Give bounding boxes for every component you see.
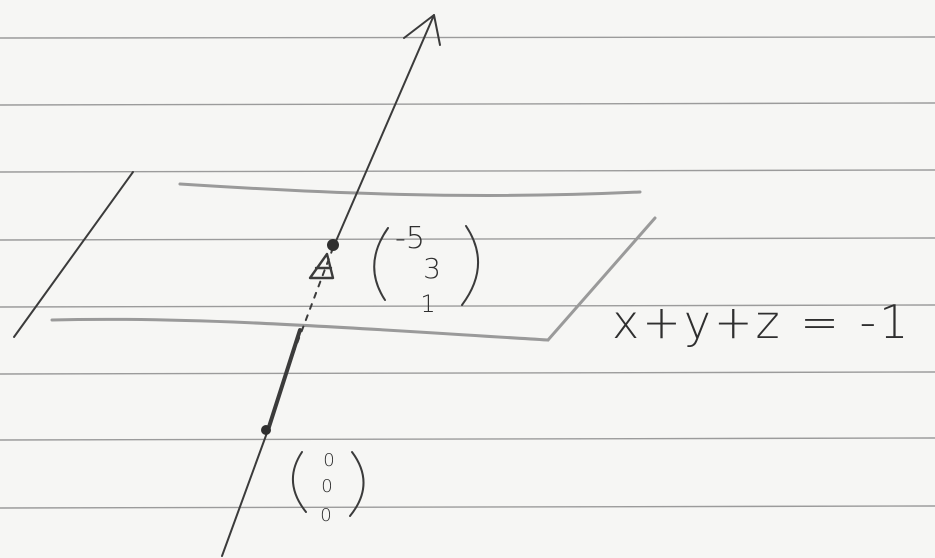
plane-equation: x+y+z = -1 xyxy=(612,295,911,349)
plane-top-edge xyxy=(178,182,642,197)
plane-sketch xyxy=(13,171,657,342)
ruled-line xyxy=(0,371,935,375)
vector-right-paren xyxy=(461,225,479,306)
plane-right-edge xyxy=(546,216,657,342)
ruled-line xyxy=(0,237,935,241)
upper-point-vector: -5 3 1 xyxy=(373,221,479,318)
ruled-line xyxy=(0,36,935,39)
plane-left-edge xyxy=(13,171,134,338)
vector-top-entry: -5 xyxy=(395,221,425,256)
line-lower-segment xyxy=(221,429,269,557)
plane-bottom-edge xyxy=(50,317,550,342)
ruled-line xyxy=(0,169,935,173)
upper-point-dot xyxy=(327,239,339,251)
line-upper-segment xyxy=(332,14,435,249)
origin-left-paren xyxy=(291,451,307,513)
vector-bottom-entry: 1 xyxy=(420,290,435,318)
ruled-line xyxy=(0,437,935,441)
ruled-line xyxy=(0,304,935,308)
line-thick-segment xyxy=(266,328,302,432)
intersection-marker xyxy=(308,252,335,280)
origin-vector: 0 0 0 xyxy=(291,450,365,526)
vector-left-paren xyxy=(373,227,389,301)
origin-middle-entry: 0 xyxy=(321,476,332,497)
origin-point-dot xyxy=(261,425,271,435)
origin-top-entry: 0 xyxy=(323,450,334,471)
ruled-lines xyxy=(0,36,935,509)
origin-right-paren xyxy=(349,451,365,517)
arrow-head xyxy=(403,14,441,46)
line-sketch xyxy=(221,14,441,557)
vector-middle-entry: 3 xyxy=(423,252,441,285)
ruled-line xyxy=(0,505,935,509)
origin-bottom-entry: 0 xyxy=(320,505,331,526)
ruled-line xyxy=(0,102,935,106)
